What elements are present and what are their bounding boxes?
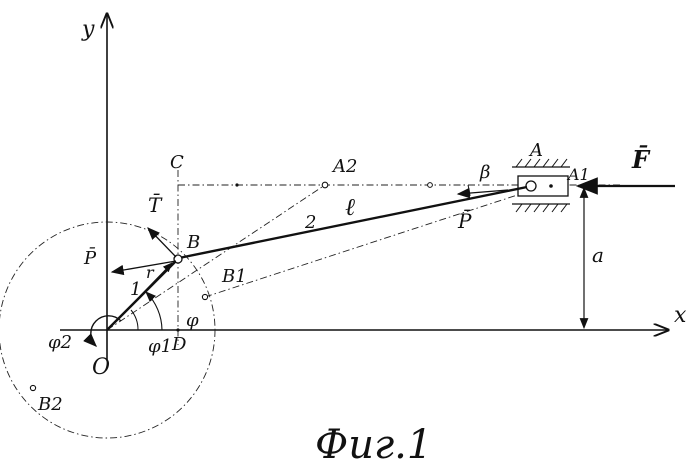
label-force-f: F̄ (631, 145, 651, 174)
slider-pin (525, 180, 537, 192)
figure-caption: Фиг.1 (315, 422, 432, 468)
label-phi2: φ2 (48, 332, 72, 353)
angle-phi-arc (145, 291, 163, 331)
radius-r-arrow (139, 262, 173, 297)
angle-phi1-arc (130, 309, 139, 331)
crank-circle (0, 221, 216, 439)
point-dot-2 (427, 182, 433, 188)
label-force-p-crank: P̄ (83, 246, 97, 269)
label-b: B (186, 232, 200, 253)
angle-phi2-arc (83, 315, 122, 347)
crank (106, 258, 179, 331)
dimension-a-label: a (592, 243, 604, 267)
rail-hatching (515, 158, 568, 213)
label-c: C (170, 152, 184, 173)
label-a: A (528, 140, 543, 161)
point-dot-1 (235, 183, 239, 187)
slider-guide (512, 158, 570, 213)
label-phi: φ (186, 310, 199, 331)
force-p-slider-arrow (456, 187, 509, 199)
label-force-p-slider: P̄ (457, 208, 472, 233)
label-phi1: φ1 (148, 336, 172, 357)
label-force-t: T̄ (148, 192, 163, 217)
point-b2-marker (29, 384, 37, 392)
guide-lines (106, 170, 620, 345)
angle-beta-arc (467, 184, 471, 197)
slider-pos-a1-dot (549, 184, 553, 188)
label-b2: B2 (37, 394, 63, 415)
b1-to-a1-guide (204, 184, 549, 298)
label-d: D (171, 334, 187, 355)
label-a2: A2 (331, 156, 357, 177)
label-o: O (92, 355, 110, 380)
connecting-rod (178, 185, 528, 260)
label-member-2: 2 (304, 212, 316, 233)
label-a1: A1 (566, 165, 590, 184)
label-rod-length: ℓ (345, 193, 355, 221)
point-a2-marker (321, 181, 329, 189)
point-d-marker (176, 328, 180, 332)
label-beta: β (479, 162, 490, 183)
label-b1: B1 (221, 266, 247, 287)
o-to-a2-guide (106, 184, 326, 331)
point-b1-marker (201, 293, 209, 301)
y-axis-label: y (81, 17, 95, 42)
label-member-1: 1 (130, 279, 141, 300)
label-radius-r: r (146, 263, 155, 282)
x-axis-label: x (674, 303, 687, 328)
force-t-arrow (147, 227, 177, 258)
